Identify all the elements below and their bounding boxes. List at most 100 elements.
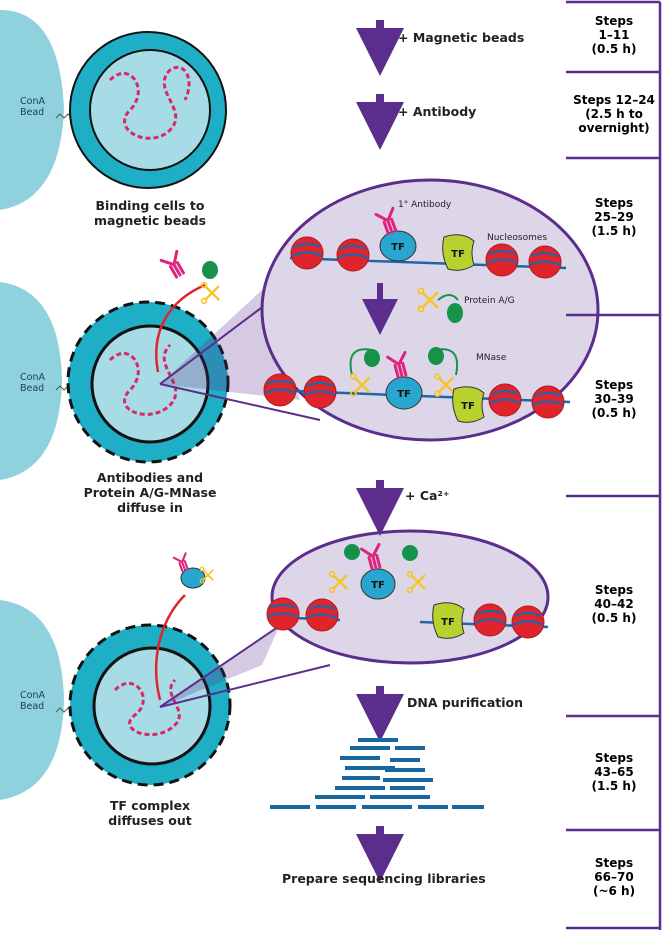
tf-green-label-3: TF (441, 617, 455, 628)
cona-bead-1 (0, 10, 64, 210)
tf-green-label-2: TF (461, 401, 475, 412)
caption-line: TF complex (109, 798, 191, 813)
diffuse-in-arrow (155, 283, 206, 373)
bead-label-line1: ConA (20, 96, 45, 107)
fragment (362, 805, 412, 809)
fragment (395, 746, 425, 750)
cona-bead-2 (0, 282, 62, 480)
bead-label-line2: Bead (20, 107, 45, 118)
tf-blue-2 (385, 376, 423, 410)
fragment (390, 786, 425, 790)
steps-line: (1.5 h) (591, 779, 637, 793)
fragment (350, 746, 390, 750)
steps-line: 1–11 (598, 28, 630, 42)
fragment (452, 805, 484, 809)
free-protein-ag (202, 261, 218, 279)
bound-protein-ag-3a (344, 544, 360, 560)
tf-blue-3 (360, 568, 396, 600)
flow-prepare-libraries: Prepare sequencing libraries (282, 871, 486, 886)
caption-line: Antibodies and (96, 470, 204, 485)
caption-line: diffuse in (117, 500, 183, 515)
zoom-panel-1: TF 1° Antibody TF Nucleosomes Protein A/… (260, 178, 600, 442)
nucleosome-3a (265, 596, 301, 632)
stage3-caption: TF complex diffuses out (70, 798, 230, 828)
cona-bead-label-1: ConA Bead (20, 96, 45, 118)
steps-line: 25–29 (594, 210, 634, 224)
fragment (345, 766, 395, 770)
steps-line: overnight) (578, 121, 650, 135)
steps-brackets (566, 0, 662, 930)
nucleus-3 (92, 646, 212, 766)
dna-strand-1 (289, 256, 567, 270)
steps-line: Steps (594, 856, 634, 870)
stage-1-binding (0, 10, 227, 210)
steps-line: Steps (594, 378, 634, 392)
nucleosome-3b (304, 597, 340, 633)
steps-line: 40–42 (594, 597, 634, 611)
tf-blue-1 (379, 230, 417, 262)
bound-protein-ag-2b (428, 347, 444, 365)
nucleosome-1b (335, 237, 371, 273)
zoom-line-2b (159, 664, 331, 708)
steps-line: Steps (594, 583, 634, 597)
cona-bead-label-2: ConA Bead (20, 372, 45, 394)
bead-label-line2: Bead (20, 701, 45, 712)
stage-2-diffuse-in (0, 249, 321, 480)
nucleosome-2d (530, 384, 566, 420)
flow-magnetic-beads: + Magnetic beads (398, 30, 525, 45)
caption-line: magnetic beads (93, 213, 207, 228)
tf-label-1: TF (391, 242, 405, 253)
fragment (385, 768, 425, 772)
primary-antibody-label: 1° Antibody (398, 200, 452, 210)
dna-fragments (270, 738, 484, 809)
fragment (390, 758, 420, 762)
stage1-caption: Binding cells to magnetic beads (70, 198, 230, 228)
fragment (358, 738, 398, 742)
fragment (315, 795, 365, 799)
steps-line: Steps (594, 196, 634, 210)
nucleosome-2c (487, 382, 523, 418)
protein-ag-tether (437, 294, 459, 301)
nucleosome-1a (289, 235, 325, 271)
chromatin-1 (108, 66, 191, 140)
nucleosome-2b (302, 374, 338, 410)
steps-2: Steps 12–24 (2.5 h to overnight) (566, 93, 662, 135)
flow-calcium: + Ca²⁺ (405, 488, 450, 503)
stage2-caption: Antibodies and Protein A/G-MNase diffuse… (60, 470, 240, 515)
fragment (370, 795, 430, 799)
fragment (340, 756, 380, 760)
tf-label-2: TF (397, 389, 411, 400)
tf-label-3: TF (371, 580, 385, 591)
caption-line: Binding cells to (95, 198, 205, 213)
fragment (418, 805, 448, 809)
steps-line: (2.5 h to (585, 107, 643, 121)
steps-1: Steps 1–11 (0.5 h) (566, 14, 662, 56)
stage-3-diffuse-out (0, 552, 331, 800)
bead-label-line1: ConA (20, 372, 45, 383)
steps-line: 30–39 (594, 392, 634, 406)
nucleosome-3c (472, 602, 508, 638)
tf-green-label-1: TF (451, 249, 465, 260)
steps-line: 43–65 (594, 765, 634, 779)
caption-line: Protein A/G-MNase (83, 485, 217, 500)
steps-line: Steps 12–24 (573, 93, 655, 107)
steps-3: Steps 25–29 (1.5 h) (566, 196, 662, 238)
nucleosomes-label: Nucleosomes (487, 233, 547, 243)
mnase-label: MNase (476, 353, 507, 363)
caption-line: diffuses out (108, 813, 192, 828)
released-antibody (172, 552, 192, 574)
steps-line: (~6 h) (592, 884, 636, 898)
mnase-tether-2 (349, 348, 458, 376)
steps-line: (0.5 h) (591, 42, 637, 56)
fragment (335, 786, 385, 790)
steps-line: 66–70 (594, 870, 634, 884)
steps-6: Steps 43–65 (1.5 h) (566, 751, 662, 793)
nucleosome-1d (527, 244, 563, 280)
nucleus-1 (89, 49, 211, 171)
fragment (383, 778, 433, 782)
steps-5: Steps 40–42 (0.5 h) (566, 583, 662, 625)
bead-label-line1: ConA (20, 690, 45, 701)
protein-ag-label: Protein A/G (464, 296, 515, 306)
zoom-line-1b (159, 383, 321, 421)
